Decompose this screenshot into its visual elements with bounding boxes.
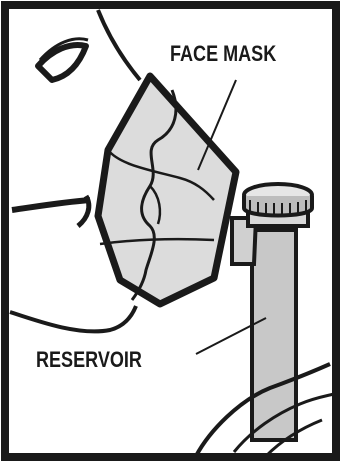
reservoir-label: RESERVOIR: [36, 347, 142, 373]
eye-icon: [38, 39, 88, 80]
face-profile-line: [98, 10, 140, 80]
face-mask-label: FACE MASK: [170, 41, 276, 67]
mask-strap-line: [12, 200, 90, 210]
face-mask-icon: [98, 76, 236, 304]
jaw-line: [10, 306, 136, 331]
